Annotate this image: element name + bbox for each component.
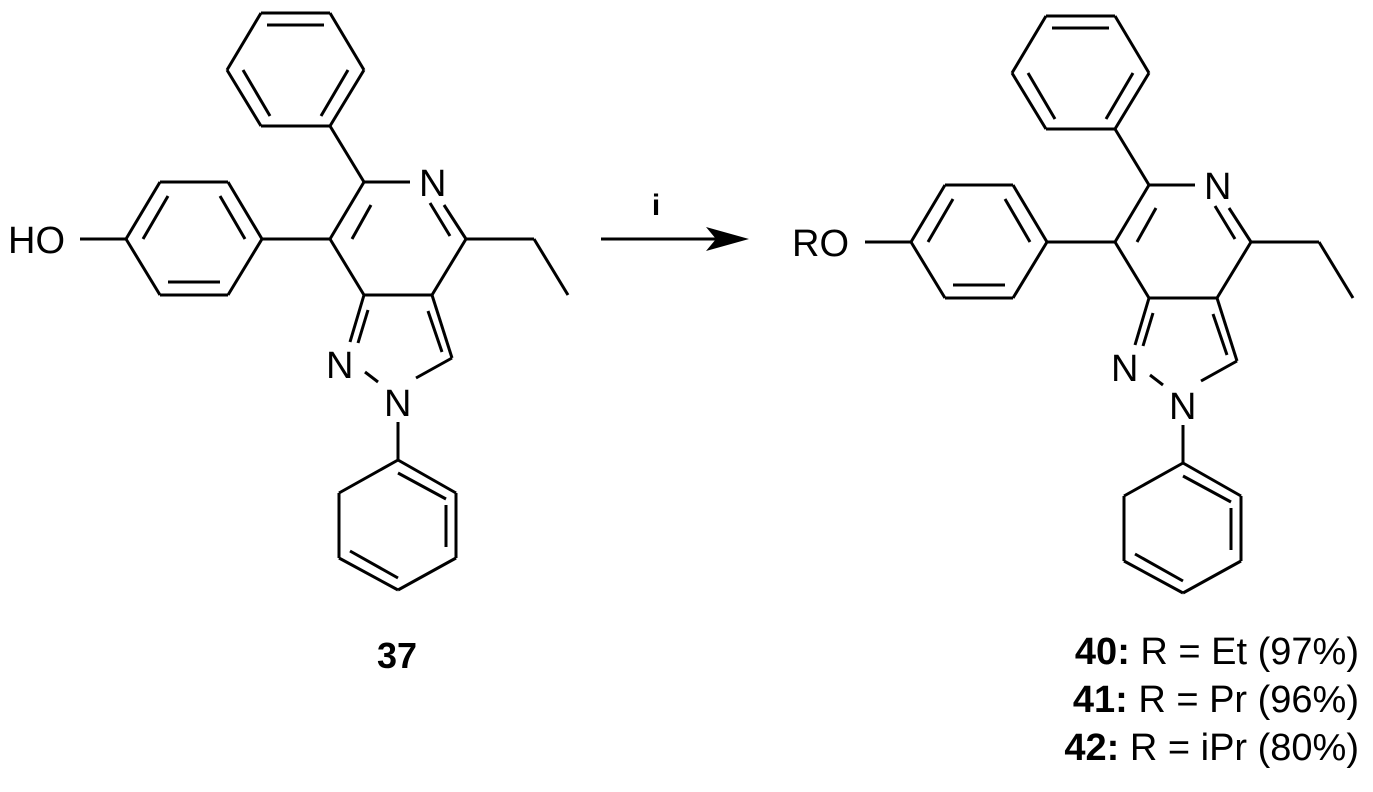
bond-line	[397, 556, 457, 592]
bond-line	[1215, 241, 1253, 299]
bond-line	[1113, 184, 1151, 243]
bond-line	[319, 69, 350, 117]
bond-line	[430, 238, 468, 296]
bond-line	[397, 471, 447, 501]
hydroxy-label: HO	[8, 220, 65, 262]
variant-text: R = Et (97%)	[1140, 631, 1359, 673]
bond-line	[1135, 207, 1158, 243]
product-pyrazole-n1-label: N	[1111, 348, 1138, 390]
bond-line	[328, 238, 366, 296]
bond-line	[1011, 241, 1049, 299]
bond-line	[1123, 461, 1184, 498]
bond-line	[1227, 207, 1253, 243]
variant-text: R = Pr (96%)	[1138, 679, 1359, 721]
pyridine-n-label: N	[419, 163, 446, 205]
compound-id: 41	[1072, 679, 1116, 721]
bond-line	[328, 181, 366, 240]
bond-line	[532, 238, 570, 296]
bond-line	[1215, 297, 1239, 362]
arrow-head-icon	[706, 227, 749, 251]
bond-line	[430, 294, 454, 359]
bond-line	[124, 181, 162, 240]
bond-line	[1182, 559, 1242, 595]
bond-line	[428, 202, 452, 237]
bond-line	[356, 309, 370, 344]
bond-line	[328, 12, 366, 71]
bond-line	[348, 294, 366, 343]
bond-line	[1113, 72, 1151, 130]
bond-line	[1317, 241, 1355, 299]
bond-line	[1123, 559, 1184, 595]
bond-line	[1182, 474, 1232, 504]
product-variants-list: 40: R = Et (97%) 41: R = Pr (96%) 42: R …	[1064, 628, 1359, 772]
variant-row: 40: R = Et (97%)	[1074, 631, 1359, 673]
alkoxy-label: RO	[792, 223, 849, 265]
bond-line	[1003, 198, 1032, 243]
bond-line	[1182, 461, 1242, 498]
bond-line	[1141, 312, 1155, 347]
bond-line	[1134, 552, 1184, 583]
reaction-arrow	[601, 227, 749, 251]
bond-line	[350, 204, 373, 240]
bond-line	[1010, 72, 1048, 130]
bond-line	[338, 556, 399, 592]
bond-line	[1011, 184, 1049, 243]
variant-text: R = iPr (80%)	[1129, 727, 1359, 769]
bond-line	[218, 195, 247, 240]
bond-line	[1200, 359, 1238, 383]
product-pyrazole-n2-label: N	[1169, 386, 1196, 428]
bond-line	[1211, 313, 1229, 356]
bond-line	[1113, 241, 1151, 299]
bond-line	[926, 198, 955, 243]
compound-37-label: 37	[377, 635, 417, 676]
variant-row: 41: R = Pr (96%)	[1072, 679, 1359, 721]
compound-37-structure	[80, 11, 570, 592]
bond-line	[328, 69, 366, 127]
bond-line	[338, 458, 399, 495]
compound-id: 42	[1064, 727, 1107, 769]
bond-line	[909, 241, 947, 299]
bond-line	[397, 458, 457, 495]
bond-line	[1113, 128, 1151, 186]
bond-line	[226, 181, 264, 240]
bond-line	[124, 238, 162, 296]
bond-line	[225, 69, 263, 127]
pyrazole-n2-label: N	[384, 383, 411, 425]
product-structure	[865, 14, 1355, 595]
bond-line	[426, 310, 444, 353]
bond-line	[1010, 15, 1048, 74]
bond-line	[141, 195, 170, 240]
compound-id: 40	[1074, 631, 1118, 673]
bond-line	[1104, 72, 1135, 120]
bond-line	[328, 125, 366, 183]
bond-line	[225, 12, 263, 71]
bond-line	[1113, 15, 1151, 74]
bond-line	[909, 184, 947, 243]
bond-line	[241, 69, 272, 117]
bond-line	[364, 370, 379, 384]
variant-row: 42: R = iPr (80%)	[1064, 727, 1359, 769]
product-pyridine-n-label: N	[1204, 166, 1231, 208]
bond-line	[442, 204, 468, 240]
reagent-label: i	[652, 189, 660, 222]
pyrazole-n1-label: N	[326, 345, 353, 387]
bond-line	[1133, 297, 1151, 346]
bond-line	[415, 356, 453, 380]
bond-line	[226, 238, 264, 296]
bond-line	[1026, 72, 1057, 120]
bond-line	[1149, 373, 1164, 387]
bond-line	[349, 549, 399, 580]
bond-line	[1213, 205, 1237, 240]
